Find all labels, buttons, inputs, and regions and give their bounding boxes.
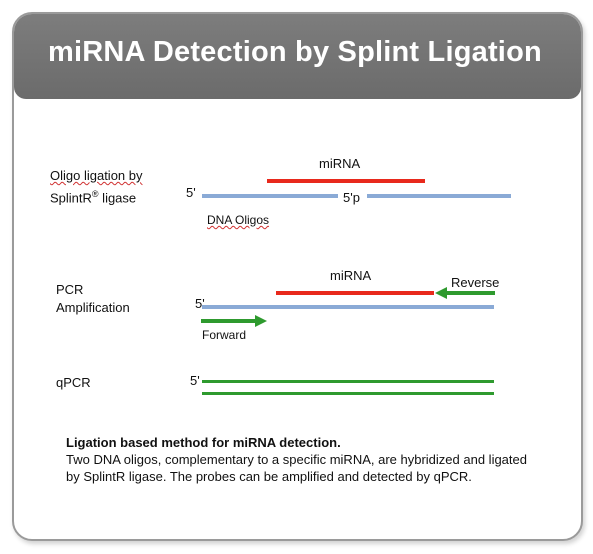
mirna-strand-1 (267, 179, 425, 183)
ligase-text: ligase (98, 190, 137, 206)
qpcr-strand-bottom (202, 392, 494, 395)
five-prime-label-2: 5' (195, 296, 205, 311)
oligo-ligation-label: Oligo ligation by SplintR® ligase (50, 167, 143, 207)
reverse-primer-head (435, 287, 447, 299)
pcr-label-line1: PCR (56, 282, 84, 297)
caption-title: Ligation based method for miRNA detectio… (66, 435, 341, 450)
figure-card: miRNA Detection by Splint Ligation (12, 12, 583, 541)
dna-oligos-text: DNA Oligos (207, 213, 270, 227)
caption-body: Two DNA oligos, complementary to a speci… (66, 452, 527, 484)
five-prime-p-label: 5'p (343, 190, 360, 205)
splintr-name: SplintR (50, 190, 92, 206)
figure-caption: Ligation based method for miRNA detectio… (66, 434, 536, 485)
title-banner: miRNA Detection by Splint Ligation (14, 14, 581, 99)
dna-oligo-right (367, 194, 511, 198)
mirna-label-1: miRNA (319, 156, 361, 171)
mirna-strand-2 (276, 291, 434, 295)
five-prime-label-1: 5' (186, 185, 196, 200)
qpcr-strand-top (202, 380, 494, 383)
dna-oligo-left (202, 194, 338, 198)
qpcr-label: qPCR (56, 375, 91, 390)
ligated-product-strand (202, 305, 494, 309)
reverse-label: Reverse (451, 275, 500, 290)
forward-primer-arrow (201, 315, 267, 327)
pcr-label-line2: Amplification (56, 300, 130, 315)
registered-mark: ® (91, 189, 99, 199)
dna-oligos-label: DNA Oligos (207, 211, 269, 229)
forward-primer-head (255, 315, 267, 327)
forward-label: Forward (202, 328, 247, 342)
reverse-primer-arrow (435, 287, 495, 299)
page-title: miRNA Detection by Splint Ligation (48, 36, 542, 68)
mirna-label-2: miRNA (330, 268, 372, 283)
five-prime-label-3: 5' (190, 373, 200, 388)
oligo-ligation-label-line1: Oligo ligation by (50, 168, 143, 183)
